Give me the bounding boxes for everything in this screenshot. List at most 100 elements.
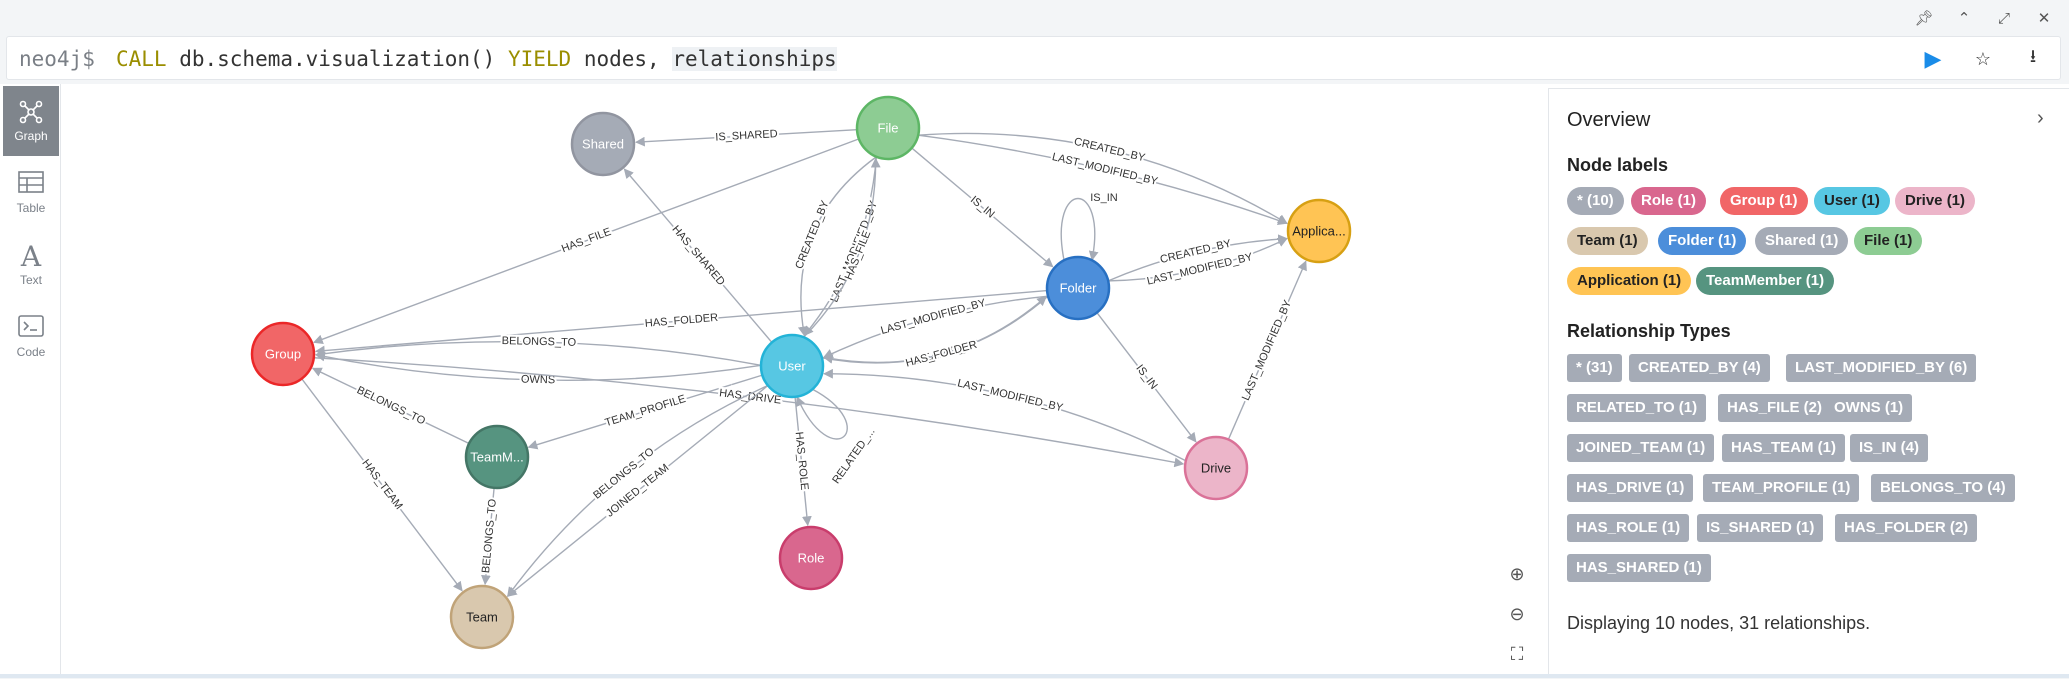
graph-relationship[interactable]: HAS_FOLDER <box>821 296 1047 372</box>
close-icon[interactable]: ✕ <box>2037 10 2051 27</box>
node-circle[interactable] <box>570 111 636 177</box>
node-label-chip[interactable]: Team (1) <box>1567 227 1648 255</box>
relationship-line[interactable] <box>313 357 1185 468</box>
relationship-type-chip[interactable]: BELONGS_TO (4) <box>1871 474 2015 502</box>
graph-relationship[interactable]: LAST_MODIFIED_BY <box>803 156 882 337</box>
relationship-type-chip[interactable]: RELATED_TO (1) <box>1567 394 1707 422</box>
node-circle[interactable] <box>1286 198 1352 264</box>
relationship-type-chip[interactable]: LAST_MODIFIED_BY (6) <box>1786 354 1977 382</box>
expand-icon[interactable]: ⤢ <box>1997 9 2010 27</box>
nav-table[interactable]: Table <box>3 158 59 228</box>
relationship-line[interactable] <box>315 351 762 382</box>
relationship-line[interactable] <box>918 132 1288 224</box>
download-button[interactable]: ⭳ <box>2019 45 2047 73</box>
graph-node-folder[interactable]: Folder <box>1045 255 1111 321</box>
relationship-line[interactable] <box>507 384 769 598</box>
graph-node-team[interactable]: Team <box>449 584 515 650</box>
node-label-chip[interactable]: TeamMember (1) <box>1696 267 1835 295</box>
graph-relationship[interactable]: HAS_TEAM <box>301 378 463 592</box>
node-circle[interactable] <box>464 424 530 490</box>
relationship-line[interactable] <box>803 157 881 338</box>
relationship-type-chip[interactable]: * (31) <box>1567 354 1622 382</box>
zoom-out-button[interactable]: ⊖ <box>1505 602 1529 626</box>
graph-relationship[interactable]: IS_SHARED <box>634 126 858 147</box>
graph-svg[interactable]: IS_SHAREDHAS_SHAREDHAS_FILECREATED_BYIS_… <box>61 84 1547 674</box>
relationship-type-chip[interactable]: HAS_SHARED (1) <box>1567 554 1711 582</box>
query-editor[interactable]: neo4j$ CALL db.schema.visualization() YI… <box>6 36 2061 80</box>
relationship-line[interactable] <box>794 396 812 527</box>
relationship-line[interactable] <box>1108 237 1288 282</box>
relationship-line[interactable] <box>823 368 1187 462</box>
relationship-line[interactable] <box>314 289 1048 356</box>
graph-relationship[interactable]: IS_IN <box>911 147 1054 268</box>
node-circle[interactable] <box>1045 255 1111 321</box>
favorite-button[interactable]: ☆ <box>1969 45 1997 73</box>
relationship-line[interactable] <box>481 487 495 586</box>
nav-text[interactable]: A Text <box>3 230 59 300</box>
query-text[interactable]: CALL db.schema.visualization() YIELD nod… <box>116 47 837 71</box>
graph-relationship[interactable]: IS_IN <box>1096 312 1197 443</box>
chevron-right-icon[interactable]: › <box>2037 107 2044 129</box>
node-circle[interactable] <box>449 584 515 650</box>
graph-relationship[interactable]: OWNS <box>315 351 762 388</box>
node-label-chip[interactable]: Group (1) <box>1720 187 1808 215</box>
relationship-type-chip[interactable]: JOINED_TEAM (1) <box>1567 434 1715 462</box>
node-circle[interactable] <box>759 333 825 399</box>
relationship-line[interactable] <box>1060 197 1099 261</box>
relationship-line[interactable] <box>918 134 1288 226</box>
nav-code[interactable]: Code <box>3 302 59 372</box>
run-button[interactable]: ▶ <box>1919 45 1947 73</box>
graph-relationship[interactable]: BELONGS_TO <box>315 333 762 366</box>
relationship-type-chip[interactable]: CREATED_BY (4) <box>1629 354 1770 382</box>
graph-node-drive[interactable]: Drive <box>1183 435 1249 501</box>
graph-node-user[interactable]: User <box>759 333 825 399</box>
graph-relationship[interactable]: LAST_MODIFIED_BY <box>1227 260 1307 440</box>
collapse-icon[interactable]: ⌃ <box>1957 10 1971 27</box>
graph-node-group[interactable]: Group <box>250 321 316 387</box>
relationship-line[interactable] <box>506 384 769 597</box>
relationship-line[interactable] <box>1096 312 1197 443</box>
relationship-line[interactable] <box>911 147 1054 268</box>
nav-graph[interactable]: Graph <box>3 86 59 156</box>
node-label-chip[interactable]: Application (1) <box>1567 267 1692 295</box>
relationship-line[interactable] <box>623 168 773 343</box>
graph-relationship[interactable]: TEAM_PROFILE <box>527 374 763 450</box>
node-circle[interactable] <box>855 95 921 161</box>
relationship-line[interactable] <box>315 340 762 366</box>
zoom-in-button[interactable]: ⊕ <box>1505 562 1529 586</box>
graph-node-role[interactable]: Role <box>778 525 844 591</box>
node-label-chip[interactable]: Role (1) <box>1631 187 1707 215</box>
node-circle[interactable] <box>778 525 844 591</box>
relationship-line[interactable] <box>312 138 860 344</box>
relationship-line[interactable] <box>301 378 463 592</box>
fit-button[interactable]: ⛶ <box>1505 642 1529 666</box>
graph-relationship[interactable]: IS_IN <box>1060 190 1120 261</box>
node-label-chip[interactable]: User (1) <box>1814 187 1890 215</box>
pin-icon[interactable]: 📌︎ <box>1914 10 1934 27</box>
relationship-type-chip[interactable]: HAS_ROLE (1) <box>1567 514 1690 542</box>
relationship-type-chip[interactable]: HAS_FOLDER (2) <box>1835 514 1978 542</box>
relationship-type-chip[interactable]: TEAM_PROFILE (1) <box>1703 474 1860 502</box>
relationship-line[interactable] <box>821 296 1047 364</box>
relationship-type-chip[interactable]: HAS_DRIVE (1) <box>1567 474 1694 502</box>
graph-node-teammember[interactable]: TeamM... <box>464 424 530 490</box>
relationship-line[interactable] <box>822 295 1049 359</box>
node-circle[interactable] <box>250 321 316 387</box>
relationship-line[interactable] <box>803 156 878 337</box>
graph-relationship[interactable]: BELONGS_TO <box>478 487 501 586</box>
node-label-chip[interactable]: * (10) <box>1567 187 1624 215</box>
graph-node-file[interactable]: File <box>855 95 921 161</box>
node-label-chip[interactable]: Folder (1) <box>1658 227 1747 255</box>
relationship-type-chip[interactable]: HAS_FILE (2) <box>1718 394 1832 422</box>
relationship-line[interactable] <box>796 388 848 440</box>
relationship-line[interactable] <box>311 367 470 445</box>
relationship-line[interactable] <box>797 156 877 337</box>
relationship-line[interactable] <box>1227 260 1307 440</box>
graph-relationship[interactable]: BELONGS_TO <box>311 367 470 445</box>
node-label-chip[interactable]: File (1) <box>1854 227 1923 255</box>
node-label-chip[interactable]: Drive (1) <box>1895 187 1976 215</box>
relationship-line[interactable] <box>527 374 763 450</box>
graph-relationship[interactable]: LAST_MODIFIED_BY <box>823 368 1187 462</box>
graph-node-applica[interactable]: Applica... <box>1286 198 1352 264</box>
